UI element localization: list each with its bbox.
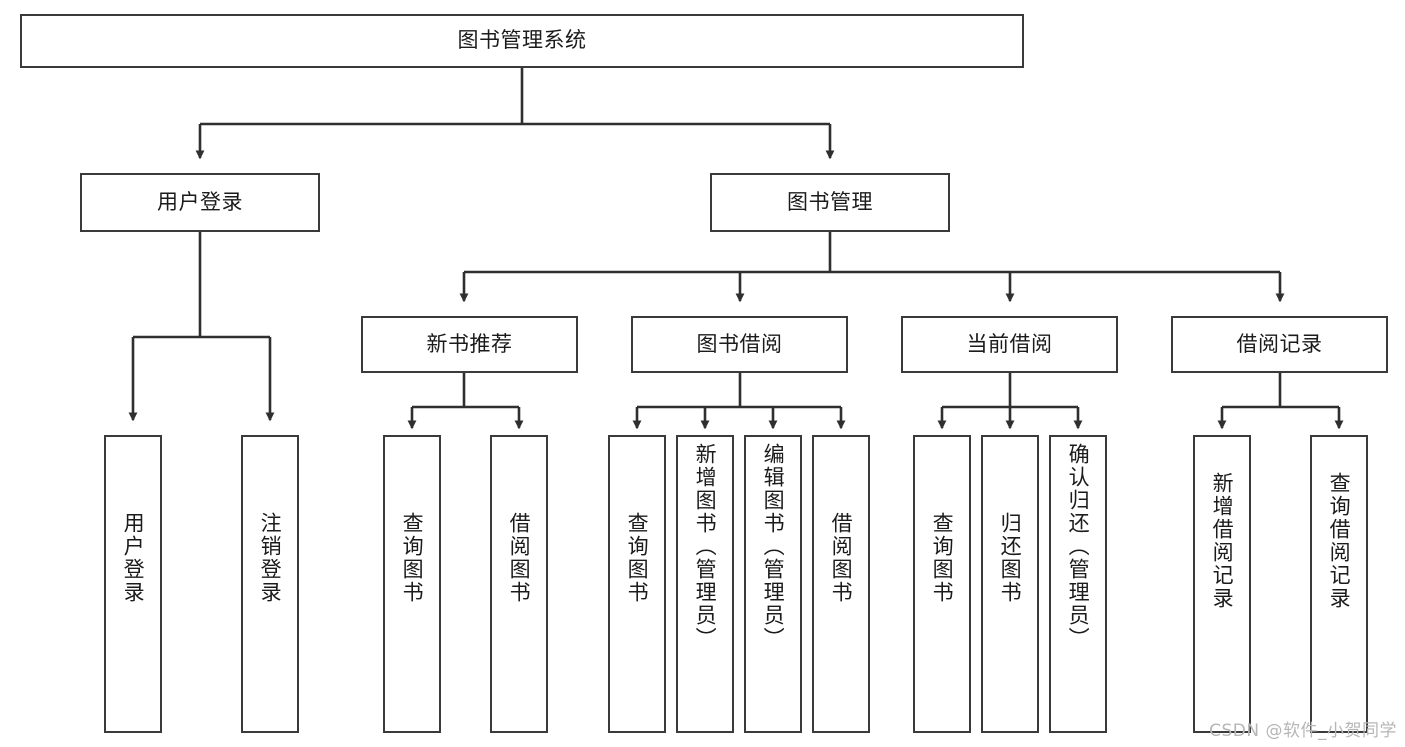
node-leaf-confirm-return-label: 确认归还（管理员） — [1066, 443, 1091, 650]
node-leaf-add-record-label: 新增借阅记录 — [1210, 472, 1235, 610]
node-root-label: 图书管理系统 — [457, 28, 587, 53]
node-leaf-add-book[interactable]: 新增图书（管理员） — [676, 435, 734, 733]
node-book-borrow-label: 图书借阅 — [696, 331, 783, 356]
node-root[interactable]: 图书管理系统 — [20, 14, 1024, 68]
node-leaf-edit-book[interactable]: 编辑图书（管理员） — [744, 435, 802, 733]
node-leaf-borrow-book-1-label: 借阅图书 — [507, 512, 532, 604]
node-leaf-query-book-3[interactable]: 查询图书 — [913, 435, 971, 733]
node-leaf-query-book-1[interactable]: 查询图书 — [383, 435, 441, 733]
node-leaf-query-book-3-label: 查询图书 — [930, 512, 955, 604]
node-leaf-query-record-label: 查询借阅记录 — [1327, 472, 1352, 610]
node-new-book-rec[interactable]: 新书推荐 — [361, 316, 578, 373]
node-leaf-borrow-book-1[interactable]: 借阅图书 — [490, 435, 548, 733]
node-leaf-user-login[interactable]: 用户登录 — [104, 435, 162, 733]
node-leaf-query-book-2-label: 查询图书 — [625, 512, 650, 604]
node-user-login[interactable]: 用户登录 — [80, 173, 320, 232]
node-book-manage-label: 图书管理 — [787, 189, 873, 214]
node-book-borrow[interactable]: 图书借阅 — [631, 316, 848, 373]
node-current-borrow-label: 当前借阅 — [966, 331, 1053, 356]
node-leaf-borrow-book-2[interactable]: 借阅图书 — [812, 435, 870, 733]
node-leaf-add-book-label: 新增图书（管理员） — [693, 443, 718, 650]
node-leaf-query-book-2[interactable]: 查询图书 — [608, 435, 666, 733]
node-user-login-label: 用户登录 — [157, 189, 243, 214]
node-borrow-record-label: 借阅记录 — [1236, 331, 1323, 356]
node-new-book-rec-label: 新书推荐 — [426, 331, 513, 356]
node-leaf-return-book[interactable]: 归还图书 — [981, 435, 1039, 733]
node-leaf-borrow-book-2-label: 借阅图书 — [829, 512, 854, 604]
node-leaf-return-book-label: 归还图书 — [998, 512, 1023, 604]
node-leaf-user-login-label: 用户登录 — [121, 512, 146, 604]
node-leaf-query-book-1-label: 查询图书 — [400, 512, 425, 604]
node-leaf-logout[interactable]: 注销登录 — [241, 435, 299, 733]
node-leaf-query-record[interactable]: 查询借阅记录 — [1310, 435, 1368, 733]
node-book-manage[interactable]: 图书管理 — [710, 173, 950, 232]
node-leaf-add-record[interactable]: 新增借阅记录 — [1193, 435, 1251, 733]
watermark-text: CSDN @软件_小贺同学 — [1209, 721, 1397, 741]
node-leaf-confirm-return[interactable]: 确认归还（管理员） — [1049, 435, 1107, 733]
node-borrow-record[interactable]: 借阅记录 — [1171, 316, 1388, 373]
node-leaf-edit-book-label: 编辑图书（管理员） — [761, 443, 786, 650]
node-current-borrow[interactable]: 当前借阅 — [901, 316, 1118, 373]
node-leaf-logout-label: 注销登录 — [258, 512, 283, 604]
